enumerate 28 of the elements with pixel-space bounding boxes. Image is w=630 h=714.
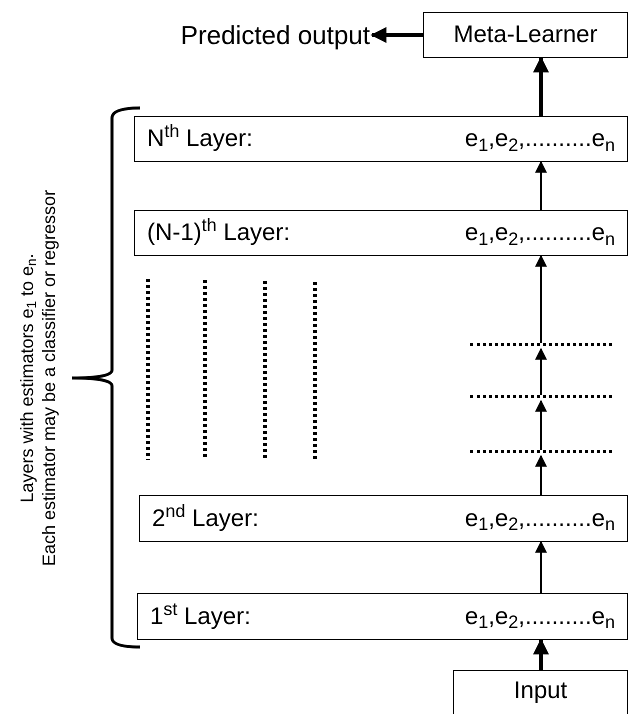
dotted-line [470,343,612,349]
estimator-list: e$_{1}$,e$_{2}$,..........e$_{n}$ [464,604,615,628]
layer-title: 1$^{st}$ Layer: [150,604,251,628]
arrow [535,254,547,343]
arrow [535,400,547,450]
arrow [370,27,423,43]
layer-box [134,210,628,256]
arrow [533,638,549,670]
arrow [535,454,547,495]
estimator-list: e$_{1}$,e$_{2}$,..........e$_{n}$ [464,127,615,151]
dotted-line [470,450,612,456]
arrow [535,160,547,210]
dotted-line [470,395,612,401]
estimator-list: e$_{1}$,e$_{2}$,..........e$_{n}$ [464,506,615,530]
layer-box [139,495,628,542]
arrow [535,348,547,395]
output-label: Predicted output [120,12,370,58]
layer-box [137,593,628,640]
estimator-list: e$_{1}$,e$_{2}$,..........e$_{n}$ [464,221,615,245]
side-note: Each estimator may be a classifier or regressor [38,190,60,566]
process-box [453,670,628,714]
arrow [533,56,549,116]
layer-title: 2$^{nd}$ Layer: [152,506,259,530]
layer-title: Input [514,679,568,703]
process-box [423,12,628,58]
layer-box [134,116,628,162]
arrow [535,540,547,593]
layer-title: Meta-Learner [453,23,598,47]
